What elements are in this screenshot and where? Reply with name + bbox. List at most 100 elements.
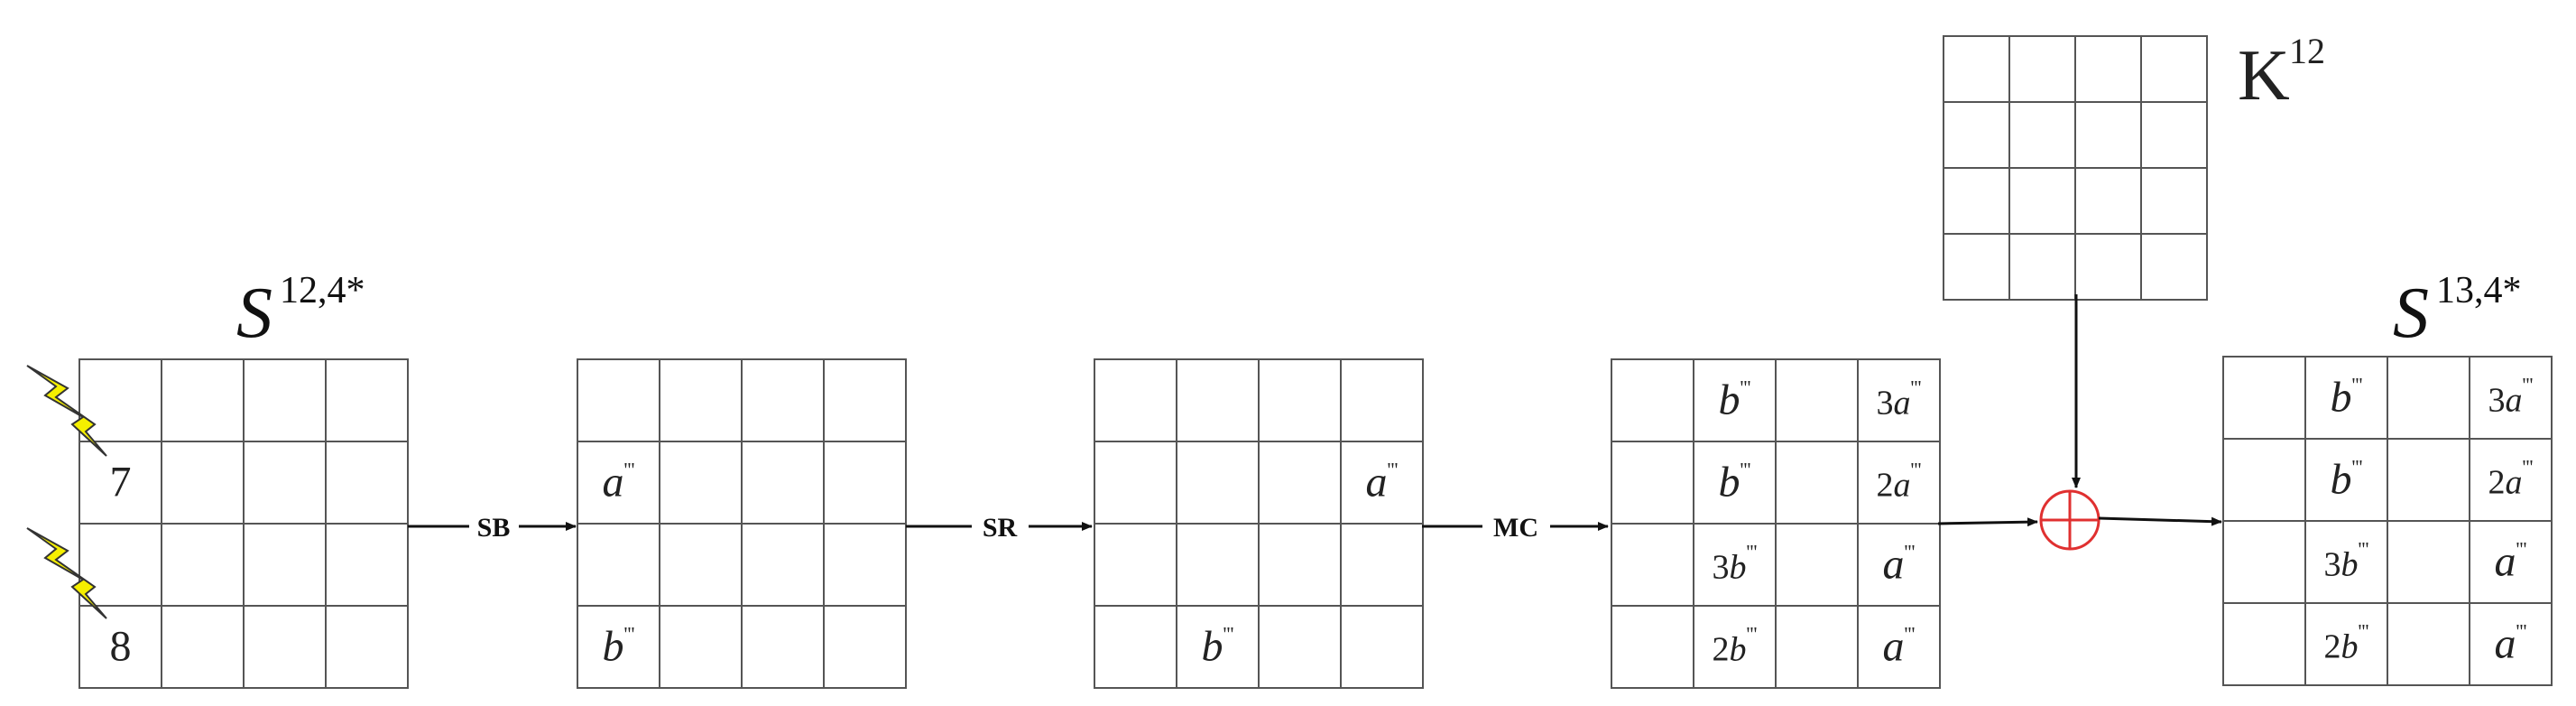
grid-cell: [1775, 523, 1859, 607]
grid-cell: [1943, 101, 2010, 169]
grid-cell-shaded: [1857, 605, 1941, 689]
grid-cell: [1340, 358, 1424, 442]
cell-value: 2a''': [2488, 456, 2534, 502]
grid-cell: [741, 605, 825, 689]
cell-value: b''': [1719, 459, 1751, 506]
arrow-mc: MC: [1422, 513, 1609, 543]
grid-cell: [659, 605, 743, 689]
grid-cell: [161, 523, 245, 607]
key-title: K 12: [2238, 31, 2325, 116]
grid-cell: [1775, 358, 1859, 442]
grid-cell: [2140, 101, 2208, 169]
cell-value: a''': [2495, 620, 2527, 668]
grid-cell: [1094, 358, 1177, 442]
state-out-title: S 13,4*: [2393, 270, 2522, 353]
cell-value: 2b''': [2324, 620, 2369, 666]
cell-value: 3b''': [1713, 541, 1758, 587]
grid-cell: [2074, 167, 2142, 235]
grid-cell: [1611, 358, 1694, 442]
grid-cell: [1094, 605, 1177, 689]
grid-cell: [243, 605, 327, 689]
grid-cell: [1611, 441, 1694, 525]
grid-cell: [1176, 358, 1260, 442]
grid-cell: [1094, 523, 1177, 607]
grid-cell: [1611, 605, 1694, 689]
grid-cell: [823, 605, 907, 689]
op-label-mc: MC: [1493, 513, 1538, 543]
grid-cell: [325, 358, 409, 442]
grid-cell: [1258, 605, 1342, 689]
grid-cell: [1176, 523, 1260, 607]
svg-text:12: 12: [2289, 31, 2325, 71]
grid-cell: [161, 605, 245, 689]
grids-layer: 78a'''b'''a'''b'''b'''3a'''b'''2a'''3b''…: [78, 35, 2553, 689]
cell-value: b''': [1202, 623, 1234, 671]
cell-value: 3a''': [1877, 376, 1922, 423]
cell-value: a''': [2495, 538, 2527, 586]
grid-cell: [2008, 35, 2076, 103]
grid-cell: [2074, 233, 2142, 301]
after-subbytes: a'''b''': [577, 358, 907, 689]
grid-cell: [2387, 520, 2470, 604]
arrow-sb: SB: [408, 513, 577, 543]
grid-cell: [2222, 438, 2306, 522]
cell-value: 7: [110, 459, 132, 506]
arrow-from-xor: [2098, 516, 2222, 526]
op-label-sb: SB: [477, 513, 511, 543]
svg-text:S: S: [236, 274, 272, 353]
cell-value: 3a''': [2488, 374, 2534, 420]
cell-value: b''': [1719, 376, 1751, 424]
grid-cell: [577, 358, 660, 442]
grid-cell: [325, 605, 409, 689]
grid-cell: [2008, 167, 2076, 235]
grid-cell: [823, 441, 907, 525]
arrow-to-xor: [1937, 517, 2038, 527]
grid-cell: [2008, 233, 2076, 301]
key-k12: [1943, 35, 2208, 301]
grid-cell: [1775, 441, 1859, 525]
grid-cell: [2387, 602, 2470, 686]
cell-value: 8: [110, 623, 132, 671]
grid-cell: [823, 358, 907, 442]
cell-value: a''': [1883, 541, 1916, 589]
cell-value: b''': [2331, 374, 2363, 422]
grid-cell-shaded: [2469, 602, 2553, 686]
grid-cell: [2387, 356, 2470, 440]
svg-text:K: K: [2238, 36, 2290, 116]
grid-cell: [1775, 605, 1859, 689]
grid-cell: [741, 523, 825, 607]
cell-value: a''': [1883, 623, 1916, 671]
grid-cell: [577, 523, 660, 607]
arrow-sr: SR: [906, 513, 1093, 543]
fault-bolt-icon: [26, 527, 107, 619]
cell-value: 2a''': [1877, 459, 1922, 505]
grid-cell: [1340, 605, 1424, 689]
state-s12-4: 78: [78, 358, 409, 689]
op-label-sr: SR: [983, 513, 1018, 543]
state-in-title: S 12,4*: [236, 270, 365, 353]
grid-cell: [325, 441, 409, 525]
svg-text:S: S: [2393, 274, 2429, 353]
grid-cell: [2140, 167, 2208, 235]
grid-cell: [741, 441, 825, 525]
cell-value: b''': [603, 623, 635, 671]
cell-value: a''': [1366, 459, 1399, 506]
grid-cell: [823, 523, 907, 607]
grid-cell: [2008, 101, 2076, 169]
grid-cell: [2074, 35, 2142, 103]
grid-cell: [1258, 441, 1342, 525]
grid-cell: [78, 358, 162, 442]
grid-cell: [1340, 523, 1424, 607]
fault-bolt-icon: [26, 365, 107, 457]
grid-cell: [2140, 35, 2208, 103]
grid-cell: [78, 523, 162, 607]
grid-cell: [741, 358, 825, 442]
grid-cell: [243, 441, 327, 525]
svg-text:13,4*: 13,4*: [2436, 270, 2522, 311]
grid-cell: [659, 358, 743, 442]
grid-cell: [2222, 520, 2306, 604]
grid-cell: [1943, 233, 2010, 301]
grid-cell: [1094, 441, 1177, 525]
cell-value: b''': [2331, 456, 2363, 504]
